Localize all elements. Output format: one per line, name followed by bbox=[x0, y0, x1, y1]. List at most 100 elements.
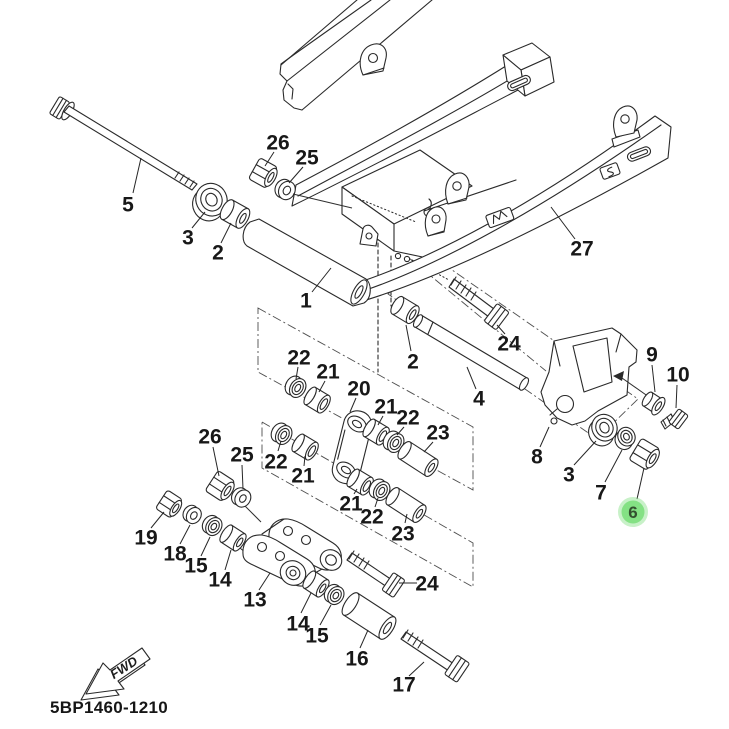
leader-line-1 bbox=[311, 267, 332, 293]
bearing bbox=[192, 182, 228, 222]
part-callout-21: 21 bbox=[339, 493, 363, 516]
oil-seal bbox=[284, 375, 307, 398]
oil-seal bbox=[270, 422, 293, 445]
part-callout-7: 7 bbox=[595, 482, 607, 505]
part-callout-22: 22 bbox=[287, 347, 310, 370]
bracket-tab bbox=[424, 206, 447, 237]
leader-line-20 bbox=[349, 397, 357, 413]
part-callout-22: 22 bbox=[264, 451, 287, 474]
leader-line-13 bbox=[258, 572, 271, 591]
part-callout-15: 15 bbox=[305, 625, 329, 648]
part-callout-3: 3 bbox=[563, 464, 575, 487]
stamp-mark bbox=[485, 206, 515, 229]
grommet bbox=[641, 391, 666, 416]
nut bbox=[205, 471, 235, 501]
axle-slot-right bbox=[626, 146, 652, 162]
link-shaft bbox=[412, 314, 530, 391]
oil-seal bbox=[382, 430, 405, 453]
leader-line-14 bbox=[224, 549, 232, 571]
leader-line-23 bbox=[404, 513, 408, 524]
pivot-bolt bbox=[49, 96, 198, 191]
washer bbox=[230, 487, 252, 508]
part-callout-21: 21 bbox=[316, 361, 340, 384]
leader-line-3 bbox=[573, 440, 597, 466]
part-callout-16: 16 bbox=[345, 648, 368, 671]
leader-line-19 bbox=[150, 511, 165, 529]
leader-line-7 bbox=[604, 449, 623, 483]
part-callout-24: 24 bbox=[497, 333, 521, 356]
leader-line-27 bbox=[550, 206, 576, 240]
part-callout-23: 23 bbox=[391, 523, 414, 546]
collar bbox=[390, 295, 420, 325]
bushing bbox=[362, 418, 390, 446]
part-callout-5: 5 bbox=[122, 194, 134, 217]
nut bbox=[156, 490, 183, 518]
leader-line-21 bbox=[318, 380, 326, 393]
callouts-layer: 5322625127242491083762221202122232221212… bbox=[122, 132, 690, 697]
part-callout-22: 22 bbox=[396, 407, 419, 430]
axle-slot-left bbox=[507, 74, 531, 92]
bracket-tab bbox=[445, 172, 470, 205]
leader-line-26 bbox=[212, 446, 220, 477]
washer bbox=[182, 504, 202, 525]
leader-line-14 bbox=[300, 592, 312, 614]
leader-line-21 bbox=[353, 488, 358, 495]
part-callout-14: 14 bbox=[286, 613, 310, 636]
collar bbox=[219, 199, 251, 229]
part-callout-25: 25 bbox=[295, 147, 319, 170]
bracket-tab bbox=[359, 224, 379, 247]
pivot-collar-tube bbox=[341, 592, 397, 640]
bolt bbox=[448, 276, 509, 330]
nut bbox=[248, 158, 278, 188]
part-callout-6: 6 bbox=[628, 503, 637, 522]
leader-line-2 bbox=[220, 222, 232, 244]
oil-seal bbox=[323, 583, 345, 606]
leader-line-9 bbox=[651, 364, 656, 393]
bracket-tab bbox=[611, 105, 641, 148]
part-callout-10: 10 bbox=[666, 364, 689, 387]
part-callout-2: 2 bbox=[407, 351, 419, 374]
part-callout-25: 25 bbox=[230, 444, 254, 467]
bushing bbox=[346, 468, 374, 496]
part-callout-13: 13 bbox=[243, 589, 266, 612]
part-callout-21: 21 bbox=[374, 396, 398, 419]
bolt bbox=[660, 408, 689, 430]
chain-case bbox=[279, 0, 433, 111]
part-callout-1: 1 bbox=[300, 290, 312, 313]
oil-seal bbox=[201, 514, 223, 537]
part-callout-9: 9 bbox=[646, 344, 658, 367]
relay-arm bbox=[242, 518, 343, 587]
leader-line-3 bbox=[191, 211, 206, 229]
collar bbox=[385, 486, 427, 524]
part-callout-26: 26 bbox=[198, 426, 221, 449]
leader-line-22 bbox=[295, 366, 299, 380]
leader-line-23 bbox=[423, 441, 434, 453]
leader-line-21 bbox=[303, 455, 306, 467]
part-callout-23: 23 bbox=[426, 422, 449, 445]
part-callout-8: 8 bbox=[531, 446, 543, 469]
leader-line-2 bbox=[405, 324, 412, 352]
leader-line-22 bbox=[277, 440, 282, 452]
part-callout-20: 20 bbox=[347, 378, 370, 401]
pivot-tube bbox=[242, 218, 371, 307]
part-callout-22: 22 bbox=[360, 506, 383, 529]
part-callout-3: 3 bbox=[182, 227, 194, 250]
leader-line-15 bbox=[200, 536, 211, 557]
highlight-circle bbox=[621, 500, 645, 524]
bushing bbox=[303, 386, 331, 414]
swingarm bbox=[242, 42, 672, 307]
leader-line-22 bbox=[374, 497, 379, 508]
part-callout-14: 14 bbox=[208, 569, 232, 592]
leader-line-21 bbox=[377, 415, 384, 426]
part-callout-27: 27 bbox=[570, 238, 593, 261]
leader-line-25 bbox=[288, 166, 304, 184]
insert-arrow bbox=[613, 371, 624, 381]
washer bbox=[588, 413, 618, 447]
part-callout-24: 24 bbox=[415, 573, 439, 596]
leader-line-15 bbox=[319, 604, 332, 626]
nut bbox=[629, 438, 660, 470]
leader-line-24 bbox=[496, 324, 506, 335]
stamp-mark bbox=[599, 162, 621, 180]
bolt bbox=[400, 629, 470, 683]
fwd-arrow: FWD bbox=[80, 647, 151, 701]
